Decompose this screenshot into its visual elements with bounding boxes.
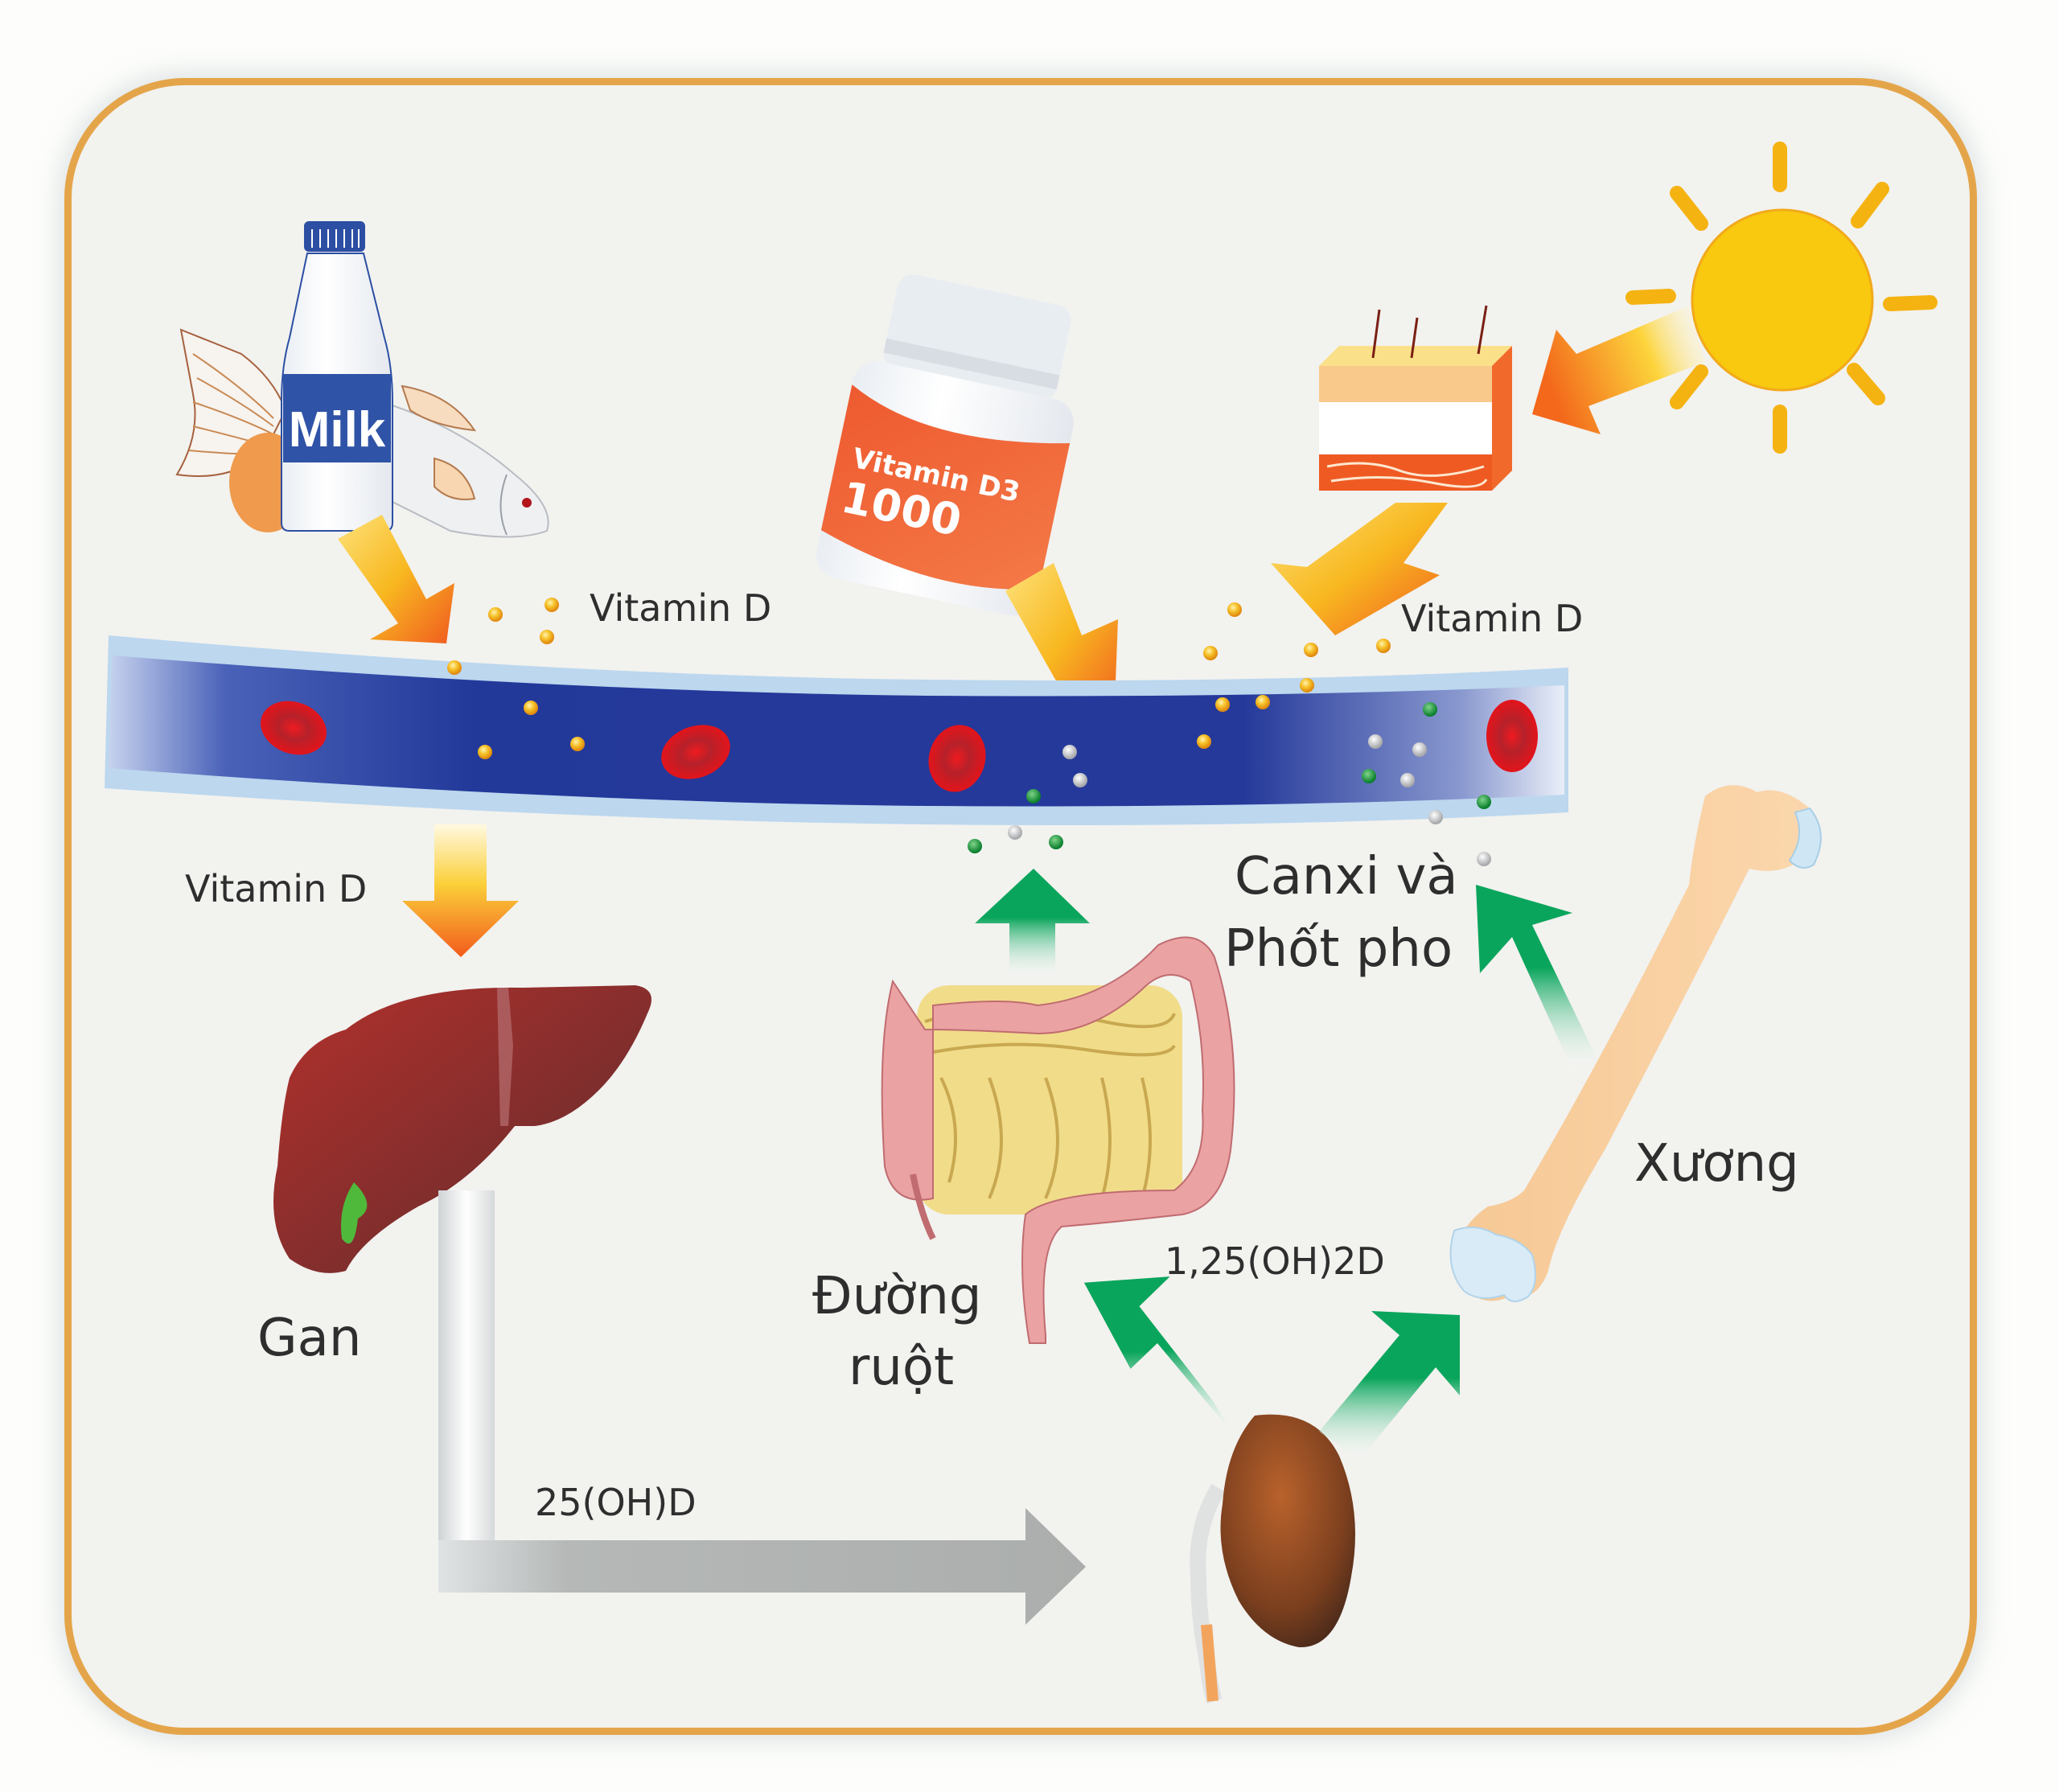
food-sources: Milk — [175, 221, 549, 538]
red-blood-cell — [928, 725, 986, 792]
vitamin-d-particle — [524, 701, 538, 715]
vitamin-d-particle — [1203, 646, 1218, 660]
calcium-particle — [1368, 734, 1383, 749]
phosphorus-particles — [968, 702, 1491, 853]
milk-bottle-icon: Milk — [281, 221, 393, 532]
calcium-particle — [1400, 773, 1415, 787]
vitamin-d-particles — [447, 598, 1391, 759]
bone-to-blood-arrow — [1476, 885, 1597, 1070]
red-blood-cell — [1486, 700, 1538, 772]
vitamin-d-particle — [447, 660, 462, 675]
kidney-icon — [1190, 1414, 1355, 1704]
vitamin-d-particle — [1227, 602, 1242, 617]
sun-icon — [1625, 142, 1938, 454]
phosphorus-particle — [1049, 835, 1063, 849]
label-intestine-line1: Đường — [812, 1267, 982, 1326]
label-calcium-line1: Canxi và — [1235, 847, 1458, 906]
calcium-particle — [1062, 745, 1077, 759]
label-calcium-line2: Phốt pho — [1224, 919, 1453, 979]
calcium-particles — [1008, 734, 1491, 866]
vitamin-d3-bottle-icon: Vitamin D3 1000 — [816, 274, 1074, 616]
phosphorus-particle — [1423, 702, 1437, 717]
vitamin-d-particle — [1197, 734, 1211, 749]
label-calcitriol: 1,25(OH)2D — [1165, 1239, 1385, 1283]
phosphorus-particle — [1362, 769, 1376, 783]
vitamin-d-particle — [1304, 643, 1318, 657]
label-vitamin-d-food: Vitamin D — [590, 586, 772, 630]
calcium-particle — [1428, 810, 1443, 824]
vitamin-d-particle — [478, 745, 492, 759]
vitamin-d-particle — [1300, 678, 1314, 693]
intestine-to-blood-arrow — [975, 869, 1090, 977]
skin-icon — [1319, 305, 1512, 491]
sun-disc — [1691, 208, 1874, 392]
blood-vessel — [105, 635, 1568, 825]
calcium-particle — [1008, 825, 1022, 840]
phosphorus-particle — [1026, 789, 1041, 804]
blood-to-liver-arrow — [402, 824, 519, 957]
red-blood-cell — [261, 701, 327, 755]
vitamin-d-particle — [1376, 639, 1391, 653]
skin-to-blood-arrow — [1271, 503, 1448, 635]
label-bone: Xương — [1634, 1134, 1799, 1194]
calcium-particle — [1477, 852, 1491, 866]
red-blood-cell — [661, 725, 730, 779]
phosphorus-particle — [968, 839, 982, 853]
vitamin-d-particle — [540, 630, 554, 644]
phosphorus-particle — [1477, 795, 1491, 809]
calcium-particle — [1412, 742, 1427, 757]
vitamin-d-particle — [545, 598, 559, 612]
red-blood-cells — [261, 700, 1538, 792]
intestine-icon — [881, 936, 1235, 1344]
label-vitamin-d-skin: Vitamin D — [1401, 597, 1584, 640]
label-calcidiol: 25(OH)D — [535, 1481, 697, 1524]
milk-label: Milk — [289, 402, 386, 458]
kidney-to-intestine-arrow — [1083, 1276, 1235, 1436]
calcium-particle — [1073, 773, 1087, 787]
kidney-to-bone-arrow — [1319, 1311, 1460, 1460]
liver-to-kidney-arrow — [438, 1190, 1086, 1625]
food-to-blood-arrow — [338, 515, 454, 643]
liver-icon — [273, 985, 651, 1273]
sun-to-skin-arrow — [1532, 306, 1705, 434]
vitamin-d-particle — [1256, 695, 1270, 709]
label-vitamin-d-to-liver: Vitamin D — [185, 867, 368, 910]
vitamin-d-particle — [570, 737, 585, 751]
label-intestine-line2: ruột — [849, 1338, 955, 1397]
label-liver: Gan — [257, 1309, 362, 1368]
bone-icon — [1449, 785, 1822, 1302]
vitamin-d-particle — [1215, 697, 1230, 712]
vitamin-d-particle — [488, 607, 503, 622]
